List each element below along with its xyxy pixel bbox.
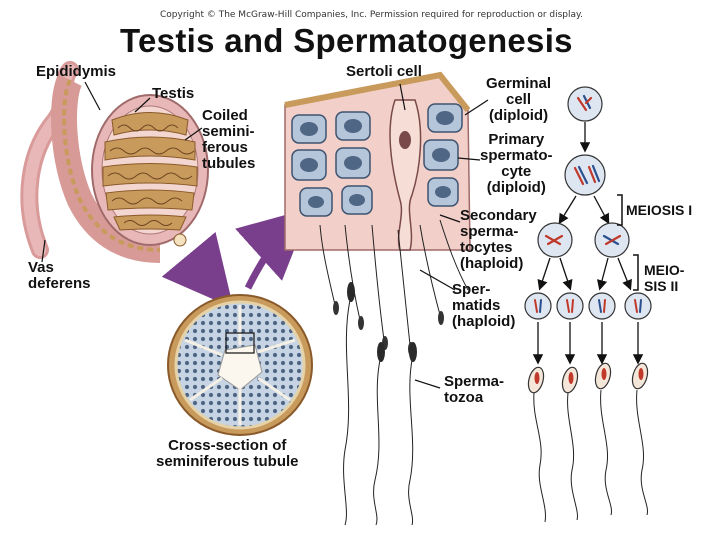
meiosis-1-label: MEIOSIS I <box>626 202 693 218</box>
vas-deferens-leader <box>41 239 46 263</box>
germinal-line-1: Germinal <box>486 75 552 92</box>
coiled-line-1: Coiled <box>202 107 248 124</box>
epididymis-leader <box>84 81 101 111</box>
cross-section-drawing <box>167 294 313 436</box>
epithelium-drawing <box>284 71 471 526</box>
germinal-cell-label: Germinal cell (diploid) <box>486 76 551 124</box>
testis-label: Testis <box>152 85 195 102</box>
spermatids-line-1: Sper- <box>452 281 491 298</box>
cross-line-2: seminiferous tubule <box>156 453 299 470</box>
cross-line-1: Cross-section of <box>168 437 287 454</box>
primary-line-1: Primary <box>488 131 545 148</box>
primary-leader <box>457 157 481 161</box>
spermatids-line-2: matids <box>452 297 501 314</box>
germinal-line-2: cell <box>506 91 532 108</box>
vas-deferens-label: Vas deferens <box>28 260 91 292</box>
testis-drawing <box>20 61 209 263</box>
primary-spermatocyte-label: Primary spermato- cyte (diploid) <box>480 132 553 196</box>
cross-section-label: Cross-section of seminiferous tubule <box>156 438 299 470</box>
spermatozoa-line-2: tozoa <box>444 389 484 406</box>
coiled-line-3: ferous <box>202 139 248 156</box>
meiosis2-line-1: MEIO- <box>644 262 685 278</box>
germinal-leader <box>464 99 489 116</box>
coiled-line-2: semini- <box>202 123 255 140</box>
germinal-line-3: (diploid) <box>488 107 549 124</box>
spermatids-label: Sper- matids (haploid) <box>452 282 515 330</box>
spermatozoa-line-1: Sperma- <box>444 373 505 390</box>
spermatozoa-label: Sperma- tozoa <box>444 374 504 406</box>
lineage-drawing <box>524 86 652 523</box>
epididymis-label: Epididymis <box>36 63 117 80</box>
secondary-line-3: tocytes <box>460 239 513 256</box>
spermatids-leader <box>419 269 456 291</box>
vas-line-2: deferens <box>28 275 91 292</box>
vas-line-1: Vas <box>28 259 54 276</box>
zoom-arrow-cross-section <box>161 231 234 309</box>
secondary-line-2: sperma- <box>460 223 519 240</box>
secondary-spermatocytes-label: Secondary sperma- tocytes (haploid) <box>460 208 537 272</box>
primary-line-3: cyte <box>501 163 532 180</box>
sertoli-cell-label: Sertoli cell <box>346 63 422 80</box>
meiosis2-line-2: SIS II <box>644 278 679 294</box>
coiled-tubules-label: Coiled semini- ferous tubules <box>202 108 255 172</box>
primary-line-2: spermato- <box>480 147 553 164</box>
secondary-line-4: (haploid) <box>460 255 524 272</box>
coiled-leader <box>184 127 203 141</box>
coiled-line-4: tubules <box>202 155 256 172</box>
testis-leader <box>134 97 151 113</box>
meiosis-2-label: MEIO- SIS II <box>644 262 684 294</box>
secondary-line-1: Secondary <box>460 207 537 224</box>
sertoli-leader <box>399 83 406 111</box>
primary-line-4: (diploid) <box>486 179 546 196</box>
spermatids-line-3: (haploid) <box>452 313 516 330</box>
copyright-notice: Copyright © The McGraw-Hill Companies, I… <box>160 10 583 20</box>
secondary-leader <box>439 214 461 223</box>
spermatozoa-leader <box>414 379 441 389</box>
page-title: Testis and Spermatogenesis <box>120 22 573 59</box>
